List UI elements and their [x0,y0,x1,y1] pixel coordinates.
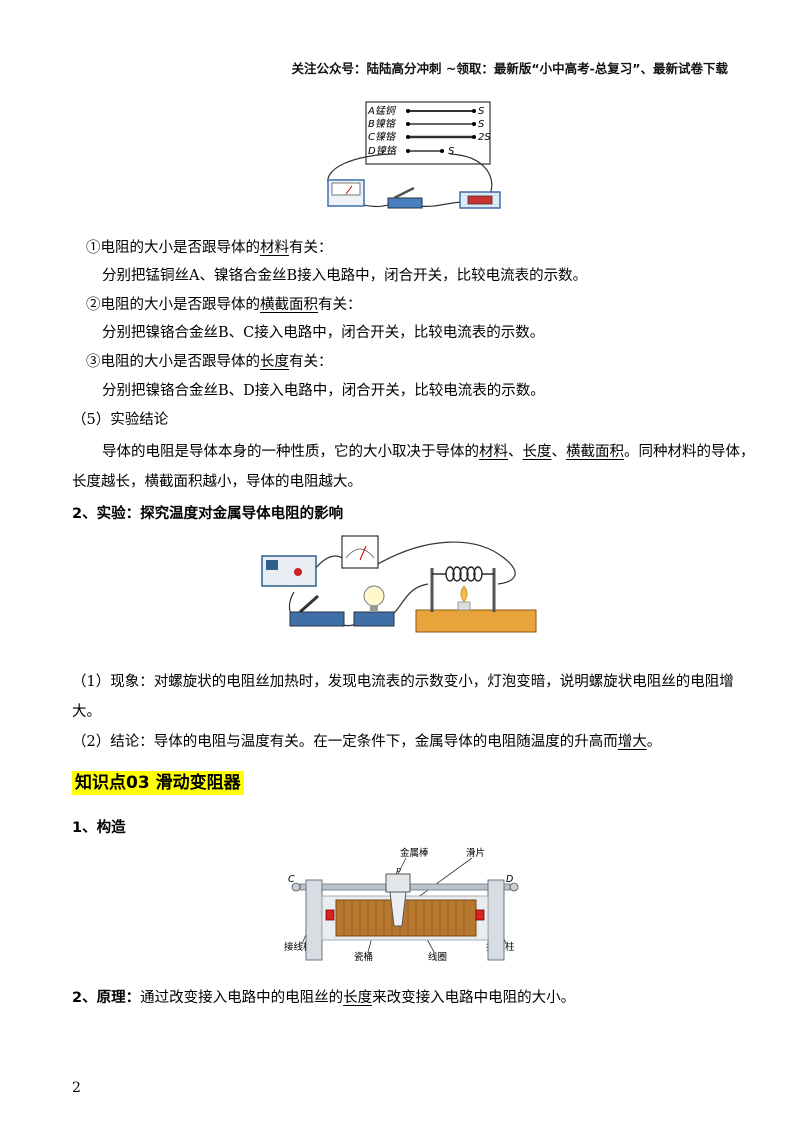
wire-end-c: 2S [478,132,491,143]
resistance-wire-board-figure: A锰铜 B镍铬 C镍铬 D镍铬 S S 2S S [327,101,501,209]
item-2-post: 有关： [318,297,362,313]
principle-label: 2、原理： [72,990,141,1006]
label-tube: 瓷桶 [354,951,373,963]
item-3-post: 有关： [289,354,333,370]
conclusion-key-material: 材料 [479,444,508,460]
wire-label-b: B镍铬 [368,118,397,130]
label-metal-rod: 金属棒 [400,847,429,859]
conclusion-heading: （5）实验结论 [72,412,169,428]
conclusion-text-a: 导体的电阻是导体本身的一种性质，它的大小取决于导体的 [102,444,479,460]
label-d: D [506,874,513,885]
item-3-number: ③ [86,354,101,370]
item-3-key: 长度 [260,354,289,370]
principle-line: 2、原理：通过改变接入电路中的电阻丝的长度来改变接入电路中电阻的大小。 [72,988,575,1008]
item-1-number: ① [86,240,101,256]
item-3-pre: 电阻的大小是否跟导体的 [100,354,261,370]
page-number: 2 [72,1080,81,1096]
temperature-experiment-figure [261,535,537,633]
label-coil: 线圈 [428,951,447,963]
wire-label-c: C镍铬 [368,131,397,143]
item-1-key: 材料 [260,240,289,256]
phenomenon-line-1: （1）现象：对螺旋状的电阻丝加热时，发现电流表的示数变小，灯泡变暗，说明螺旋状电… [72,674,734,690]
item-2-key: 横截面积 [260,297,318,313]
wire-label-a: A锰铜 [367,105,397,117]
experiment-2-conclusion-key: 增大 [617,734,647,750]
item-2-pre: 电阻的大小是否跟导体的 [100,297,261,313]
conclusion-key-length: 长度 [522,444,552,460]
conclusion-key-area: 横截面积 [566,444,624,460]
experiment-2-conclusion-post: 。 [646,734,662,750]
principle-post: 来改变接入电路中电阻的大小。 [372,990,576,1006]
experiment-2-conclusion: （2）结论：导体的电阻与温度有关。在一定条件下，金属导体的电阻随温度的升高而增大… [72,732,661,752]
item-1-pre: 电阻的大小是否跟导体的 [100,240,261,256]
item-3-desc: 分别把镍铬合金丝B、D接入电路中，闭合开关，比较电流表的示数。 [102,383,545,399]
experiment-2-title: 2、实验：探究温度对金属导体电阻的影响 [72,506,344,522]
conclusion-text-b: 。同种材料的导体， [624,444,755,460]
item-1-desc: 分别把锰铜丝A、镍铬合金丝B接入电路中，闭合开关，比较电流表的示数。 [102,268,588,284]
conclusion-line-2: 长度越长，横截面积越小，导体的电阻越大。 [72,474,362,490]
item-3-title: ③电阻的大小是否跟导体的长度有关： [86,352,333,372]
principle-key: 长度 [343,990,373,1006]
item-1-title: ①电阻的大小是否跟导体的材料有关： [86,238,333,258]
wire-end-b: S [478,119,485,130]
knowledge-point-title: 知识点03 滑动变阻器 [72,768,244,795]
sliding-rheostat-figure: 金属棒 滑片 C D P A B 接线柱 接线柱 瓷桶 线圈 [284,847,519,963]
wire-end-a: S [478,106,485,117]
phenomenon-line-2: 大。 [72,704,101,720]
conclusion-sep-2: 、 [551,444,567,460]
principle-pre: 通过改变接入电路中的电阻丝的 [140,990,344,1006]
item-2-desc: 分别把镍铬合金丝B、C接入电路中，闭合开关，比较电流表的示数。 [102,325,545,341]
item-1-post: 有关： [289,240,333,256]
label-c: C [288,874,295,885]
item-2-number: ② [86,297,101,313]
label-p: P [396,867,401,876]
conclusion-line-1: 导体的电阻是导体本身的一种性质，它的大小取决于导体的材料、长度、横截面积。同种材… [102,442,755,462]
wire-end-d: S [448,146,455,157]
item-2-title: ②电阻的大小是否跟导体的横截面积有关： [86,295,362,315]
structure-heading: 1、构造 [72,820,126,836]
conclusion-sep-1: 、 [508,444,523,460]
page-header: 关注公众号：陆陆高分冲刺 ~领取：最新版“小中高考-总复习”、最新试卷下载 [291,61,728,76]
knowledge-point-heading: 知识点03 滑动变阻器 [72,771,244,795]
experiment-2-conclusion-pre: （2）结论：导体的电阻与温度有关。在一定条件下，金属导体的电阻随温度的升高而 [72,734,618,750]
label-slider: 滑片 [466,847,485,859]
